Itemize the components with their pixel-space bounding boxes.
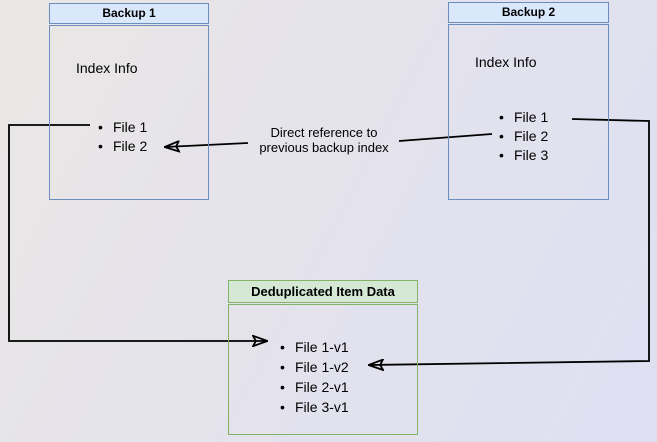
backup-2-file-list: • File 1 • File 2 • File 3	[499, 108, 548, 165]
bullet-icon: •	[280, 379, 285, 395]
list-item: • File 3-v1	[280, 397, 349, 417]
backup-1-body	[49, 25, 209, 200]
bullet-icon: •	[280, 339, 285, 355]
file-version-label: File 1-v1	[295, 339, 349, 355]
backup-1-index-info-label: Index Info	[76, 60, 138, 76]
bullet-icon: •	[499, 128, 504, 144]
dedup-file-list: • File 1-v1 • File 1-v2 • File 2-v1 • Fi…	[280, 337, 349, 417]
file-label: File 2	[514, 128, 549, 144]
bullet-icon: •	[280, 399, 285, 415]
bullet-icon: •	[280, 359, 285, 375]
list-item: • File 1-v1	[280, 337, 349, 357]
backup-2-body	[448, 24, 609, 200]
list-item: • File 1-v2	[280, 357, 349, 377]
bullet-icon: •	[98, 138, 103, 154]
backup-1-file-list: • File 1 • File 2	[98, 118, 147, 156]
list-item: • File 3	[499, 146, 548, 165]
deduplicated-item-data-header: Deduplicated Item Data	[228, 280, 418, 303]
file-label: File 2	[113, 138, 148, 154]
bullet-icon: •	[499, 147, 504, 163]
backup-1-header: Backup 1	[49, 3, 209, 24]
list-item: • File 1	[98, 118, 147, 137]
file-version-label: File 3-v1	[295, 399, 349, 415]
list-item: • File 1	[499, 108, 548, 127]
annotation-line-1: Direct reference to	[270, 125, 378, 140]
file-version-label: File 1-v2	[295, 359, 349, 375]
file-label: File 1	[113, 119, 148, 135]
file-label: File 1	[514, 109, 549, 125]
backup-2-index-info-label: Index Info	[475, 54, 537, 70]
list-item: • File 2-v1	[280, 377, 349, 397]
backup-2-box: Backup 2 Index Info • File 1 • File 2 • …	[448, 2, 609, 200]
list-item: • File 2	[499, 127, 548, 146]
backup-2-header: Backup 2	[448, 2, 609, 23]
list-item: • File 2	[98, 137, 147, 156]
file-label: File 3	[514, 147, 549, 163]
bullet-icon: •	[98, 119, 103, 135]
deduplicated-item-data-body	[228, 304, 418, 435]
deduplicated-item-data-box: Deduplicated Item Data • File 1-v1 • Fil…	[228, 280, 418, 435]
annotation-label: Direct reference to previous backup inde…	[248, 125, 400, 155]
backup-1-box: Backup 1 Index Info • File 1 • File 2	[49, 3, 209, 200]
bullet-icon: •	[499, 109, 504, 125]
annotation-line-2: previous backup index	[259, 139, 389, 155]
file-version-label: File 2-v1	[295, 379, 349, 395]
